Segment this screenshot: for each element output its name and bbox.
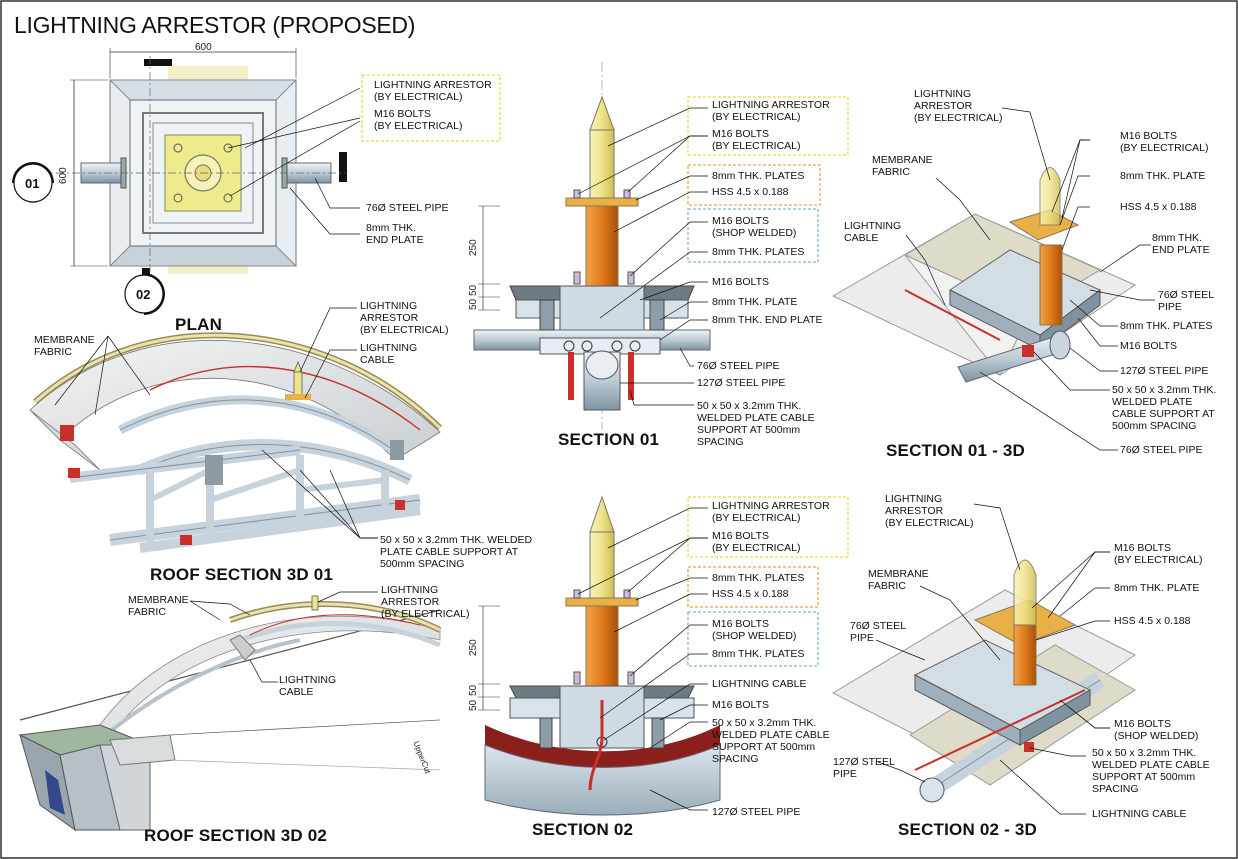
sec01-label-hss: HSS 4.5 x 0.188 [712, 186, 789, 198]
section-02-title: SECTION 02 [532, 820, 634, 839]
sec01-label-support: 50 x 50 x 3.2mm THK. WELDED PLATE CABLE … [697, 400, 815, 448]
sec02-label-arrestor: LIGHTNING ARRESTOR (BY ELECTRICAL) [712, 500, 830, 524]
sec02-3d-label-pipe127: 127Ø STEEL PIPE [833, 756, 895, 780]
plan-width-dimension: 600 [195, 42, 212, 53]
sec01-label-bolts-elec: M16 BOLTS (BY ELECTRICAL) [712, 128, 801, 152]
sec02-label-bolts-elec: M16 BOLTS (BY ELECTRICAL) [712, 530, 801, 554]
sec02-3d-label-plate: 8mm THK. PLATE [1114, 582, 1200, 594]
sec01-dim-50a: 50 [468, 284, 479, 296]
sec01-3d-label-arrestor: LIGHTNING ARRESTOR (BY ELECTRICAL) [914, 88, 1003, 124]
sec01-label-plates: 8mm THK. PLATES [712, 170, 805, 182]
sec02-3d-label-bolts-elec: M16 BOLTS (BY ELECTRICAL) [1114, 542, 1203, 566]
sec01-3d-label-plates: 8mm THK. PLATES [1120, 320, 1213, 332]
roof02-label-cable: LIGHTNING CABLE [279, 674, 337, 698]
plan-title: PLAN [175, 315, 223, 334]
sec02-3d-label-pipe76: 76Ø STEEL PIPE [850, 620, 907, 644]
section-02-drawing [478, 495, 849, 816]
section-02-3d-drawing [831, 503, 1136, 815]
sec02-label-bolts-shop: M16 BOLTS (SHOP WELDED) [712, 618, 797, 642]
sec01-3d-label-plate: 8mm THK. PLATE [1120, 170, 1206, 182]
sec01-label-pipe127: 127Ø STEEL PIPE [697, 377, 786, 389]
roof-section-3d-01-drawing [29, 307, 443, 553]
sec01-3d-label-bolts: M16 BOLTS [1120, 340, 1177, 352]
sec02-dim-50b: 50 [468, 699, 479, 711]
plan-label-bolts: M16 BOLTS (BY ELECTRICAL) [374, 108, 463, 132]
sec01-dim-50b: 50 [468, 298, 479, 310]
sec02-dim-250: 250 [468, 639, 479, 656]
sheet-title: LIGHTNING ARRESTOR (PROPOSED) [14, 12, 416, 38]
sec02-label-pipe127: 127Ø STEEL PIPE [712, 806, 801, 818]
sec02-3d-label-hss: HSS 4.5 x 0.188 [1114, 615, 1191, 627]
sec02-label-bolts: M16 BOLTS [712, 699, 769, 711]
sec01-label-plate: 8mm THK. PLATE [712, 296, 798, 308]
sec01-3d-label-endplate: 8mm THK. END PLATE [1152, 232, 1210, 256]
sec01-label-bolts: M16 BOLTS [712, 276, 769, 288]
section-marker-01[interactable]: 01 [25, 176, 40, 191]
sec01-dim-250: 250 [468, 239, 479, 256]
plan-label-pipe: 76Ø STEEL PIPE [366, 202, 449, 214]
sec02-3d-label-support: 50 x 50 x 3.2mm THK. WELDED PLATE CABLE … [1092, 747, 1210, 795]
roof-section-3d-02-drawing [18, 591, 442, 832]
sec02-3d-label-arrestor: LIGHTNING ARRESTOR (BY ELECTRICAL) [885, 493, 974, 529]
roof01-label-support: 50 x 50 x 3.2mm THK. WELDED PLATE CABLE … [380, 534, 533, 570]
sec01-3d-label-membrane: MEMBRANE FABRIC [872, 154, 933, 178]
sec01-label-plates2: 8mm THK. PLATES [712, 246, 805, 258]
sec01-3d-label-pipe76b: 76Ø STEEL PIPE [1120, 444, 1203, 456]
sec01-3d-label-pipe127: 127Ø STEEL PIPE [1120, 365, 1209, 377]
roof-section-3d-02-title: ROOF SECTION 3D 02 [144, 826, 328, 845]
sec01-3d-label-pipe76a: 76Ø STEEL PIPE [1158, 289, 1215, 313]
sec02-label-plates: 8mm THK. PLATES [712, 572, 805, 584]
roof01-label-arrestor: LIGHTNING ARRESTOR (BY ELECTRICAL) [360, 300, 449, 336]
section-01-drawing [473, 62, 849, 430]
roof01-label-membrane: MEMBRANE FABRIC [34, 334, 95, 358]
plan-height-dimension: 600 [58, 167, 69, 184]
plan-label-arrestor: LIGHTNING ARRESTOR (BY ELECTRICAL) [374, 79, 492, 103]
section-01-title: SECTION 01 [558, 430, 660, 449]
plan-label-endplate: 8mm THK. END PLATE [366, 222, 424, 246]
section-marker-02[interactable]: 02 [136, 287, 151, 302]
sec01-3d-label-hss: HSS 4.5 x 0.188 [1120, 201, 1197, 213]
sec01-label-endplate: 8mm THK. END PLATE [712, 314, 823, 326]
sec01-label-pipe76: 76Ø STEEL PIPE [697, 360, 780, 372]
sec01-label-bolts-shop: M16 BOLTS (SHOP WELDED) [712, 215, 797, 239]
sec02-label-hss: HSS 4.5 x 0.188 [712, 588, 789, 600]
roof01-label-cable: LIGHTNING CABLE [360, 342, 418, 366]
section-01-3d-drawing [831, 107, 1155, 451]
sec01-3d-label-support: 50 x 50 x 3.2mm THK. WELDED PLATE CABLE … [1112, 384, 1217, 432]
sec02-label-support: 50 x 50 x 3.2mm THK. WELDED PLATE CABLE … [712, 717, 830, 765]
sec02-3d-label-bolts-shop: M16 BOLTS (SHOP WELDED) [1114, 718, 1199, 742]
plan-view-drawing [12, 48, 501, 315]
roof-section-3d-01-title: ROOF SECTION 3D 01 [150, 565, 334, 584]
sec02-dim-50a: 50 [468, 684, 479, 696]
sec01-3d-label-cable: LIGHTNING CABLE [844, 220, 902, 244]
roof02-label-arrestor: LIGHTNING ARRESTOR (BY ELECTRICAL) [381, 584, 470, 620]
section-01-3d-title: SECTION 01 - 3D [886, 441, 1026, 460]
sec01-3d-label-bolts-elec: M16 BOLTS (BY ELECTRICAL) [1120, 130, 1209, 154]
section-02-3d-title: SECTION 02 - 3D [898, 820, 1038, 839]
sec02-label-cable: LIGHTNING CABLE [712, 678, 807, 690]
sec02-label-plates2: 8mm THK. PLATES [712, 648, 805, 660]
sec02-3d-label-cable: LIGHTNING CABLE [1092, 808, 1187, 820]
roof02-label-membrane: MEMBRANE FABRIC [128, 594, 189, 618]
sec01-label-arrestor: LIGHTNING ARRESTOR (BY ELECTRICAL) [712, 99, 830, 123]
sec02-3d-label-membrane: MEMBRANE FABRIC [868, 568, 929, 592]
